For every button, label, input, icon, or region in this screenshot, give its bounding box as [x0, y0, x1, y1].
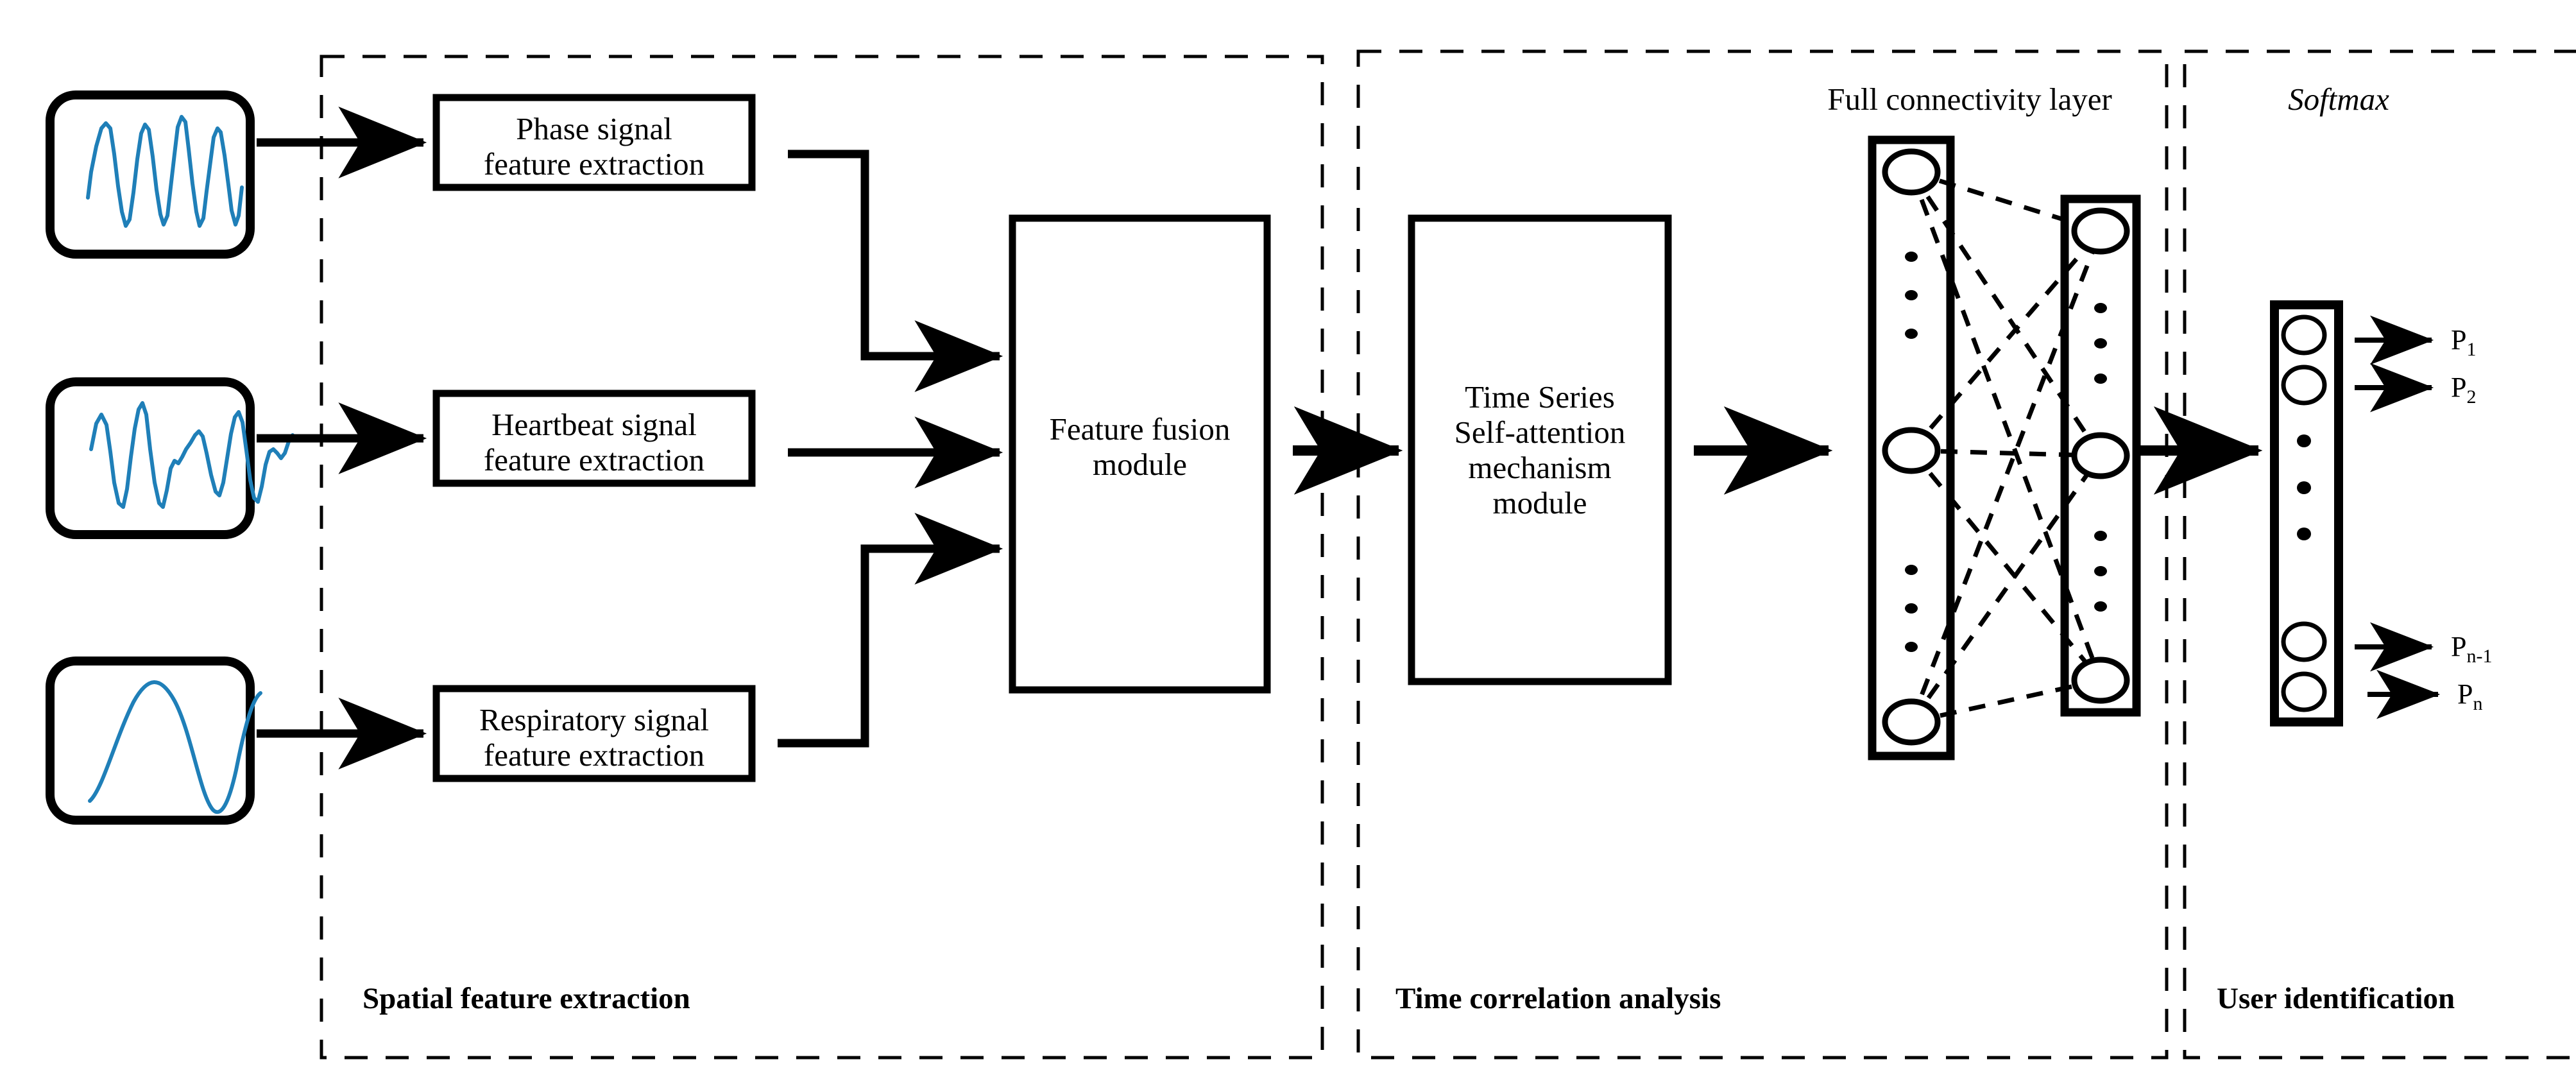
fc-hidden-neuron	[1882, 427, 1941, 474]
extraction-box-respiratory	[432, 685, 756, 782]
extraction-label-respiratory: Respiratory signal feature extraction	[479, 702, 709, 773]
output-label-pn-1-sub: n-1	[2466, 645, 2493, 667]
fc-output-neuron	[2071, 657, 2130, 704]
output-label-pn: Pn	[2457, 678, 2576, 714]
output-label-pn-base: P	[2457, 678, 2473, 710]
output-label-pn-1-base: P	[2451, 631, 2467, 662]
respiratory-waveform-icon	[88, 680, 262, 814]
phase-waveform-icon	[86, 115, 244, 228]
section-boundary-temporal	[1356, 49, 2169, 1060]
fc-hidden-neuron	[1882, 698, 1941, 746]
output-label-p2-sub: 2	[2466, 386, 2477, 408]
softmax-neurons	[2281, 314, 2327, 712]
fc-connections	[1909, 169, 2103, 725]
module-label-fusion: Feature fusion module	[1049, 411, 1231, 482]
output-label-p1-base: P	[2451, 324, 2467, 356]
softmax-neuron	[2281, 314, 2327, 356]
fc-hidden-ellipsis	[1905, 252, 1918, 652]
section-label-temporal: Time correlation analysis	[1395, 982, 1721, 1015]
softmax-neuron	[2281, 621, 2327, 662]
softmax-ellipsis	[2297, 434, 2311, 540]
fc-output-ellipsis	[2094, 303, 2107, 612]
section-label-spatial: Spatial feature extraction	[363, 982, 690, 1015]
signal-source-respiratory	[46, 657, 262, 825]
fc-output-neuron	[2071, 432, 2130, 479]
fc-hidden-neuron	[1882, 148, 1941, 196]
connector-phase-to-fusion	[788, 150, 1003, 392]
section-label-identification: User identification	[2217, 982, 2455, 1015]
fc-output-neurons	[2071, 207, 2130, 704]
module-box-attention	[1408, 214, 1672, 685]
extraction-label-phase: Phase signal feature extraction	[483, 111, 705, 182]
fc-hidden-neurons	[1882, 148, 1941, 746]
section-boundary-identification	[2183, 49, 2576, 1060]
connector-respiratory-to-fusion	[778, 513, 1003, 748]
extraction-label-heartbeat: Heartbeat signal feature extraction	[483, 407, 705, 477]
softmax-neuron	[2281, 671, 2327, 712]
fc-output-neuron	[2071, 207, 2130, 255]
module-label-attention: Time Series Self-attention mechanism mod…	[1454, 379, 1626, 520]
output-label-p1-sub: 1	[2466, 338, 2477, 360]
output-label-pn-1: Pn-1	[2451, 631, 2576, 667]
output-label-pn-sub: n	[2473, 692, 2483, 714]
output-label-p2: P2	[2451, 372, 2576, 408]
softmax-neuron	[2281, 365, 2327, 406]
output-label-p1: P1	[2451, 324, 2576, 360]
module-box-fusion	[1009, 214, 1271, 694]
section-boundary-spatial	[320, 55, 1324, 1060]
extraction-box-phase	[432, 94, 756, 191]
output-label-p2-base: P	[2451, 372, 2467, 403]
heartbeat-waveform-icon	[89, 401, 294, 509]
extraction-box-heartbeat	[432, 390, 756, 487]
signal-source-phase	[46, 90, 255, 259]
softmax-title: Softmax	[2288, 82, 2389, 117]
signal-source-heartbeat	[46, 377, 294, 539]
fc-layer-title: Full connectivity layer	[1827, 82, 2112, 117]
